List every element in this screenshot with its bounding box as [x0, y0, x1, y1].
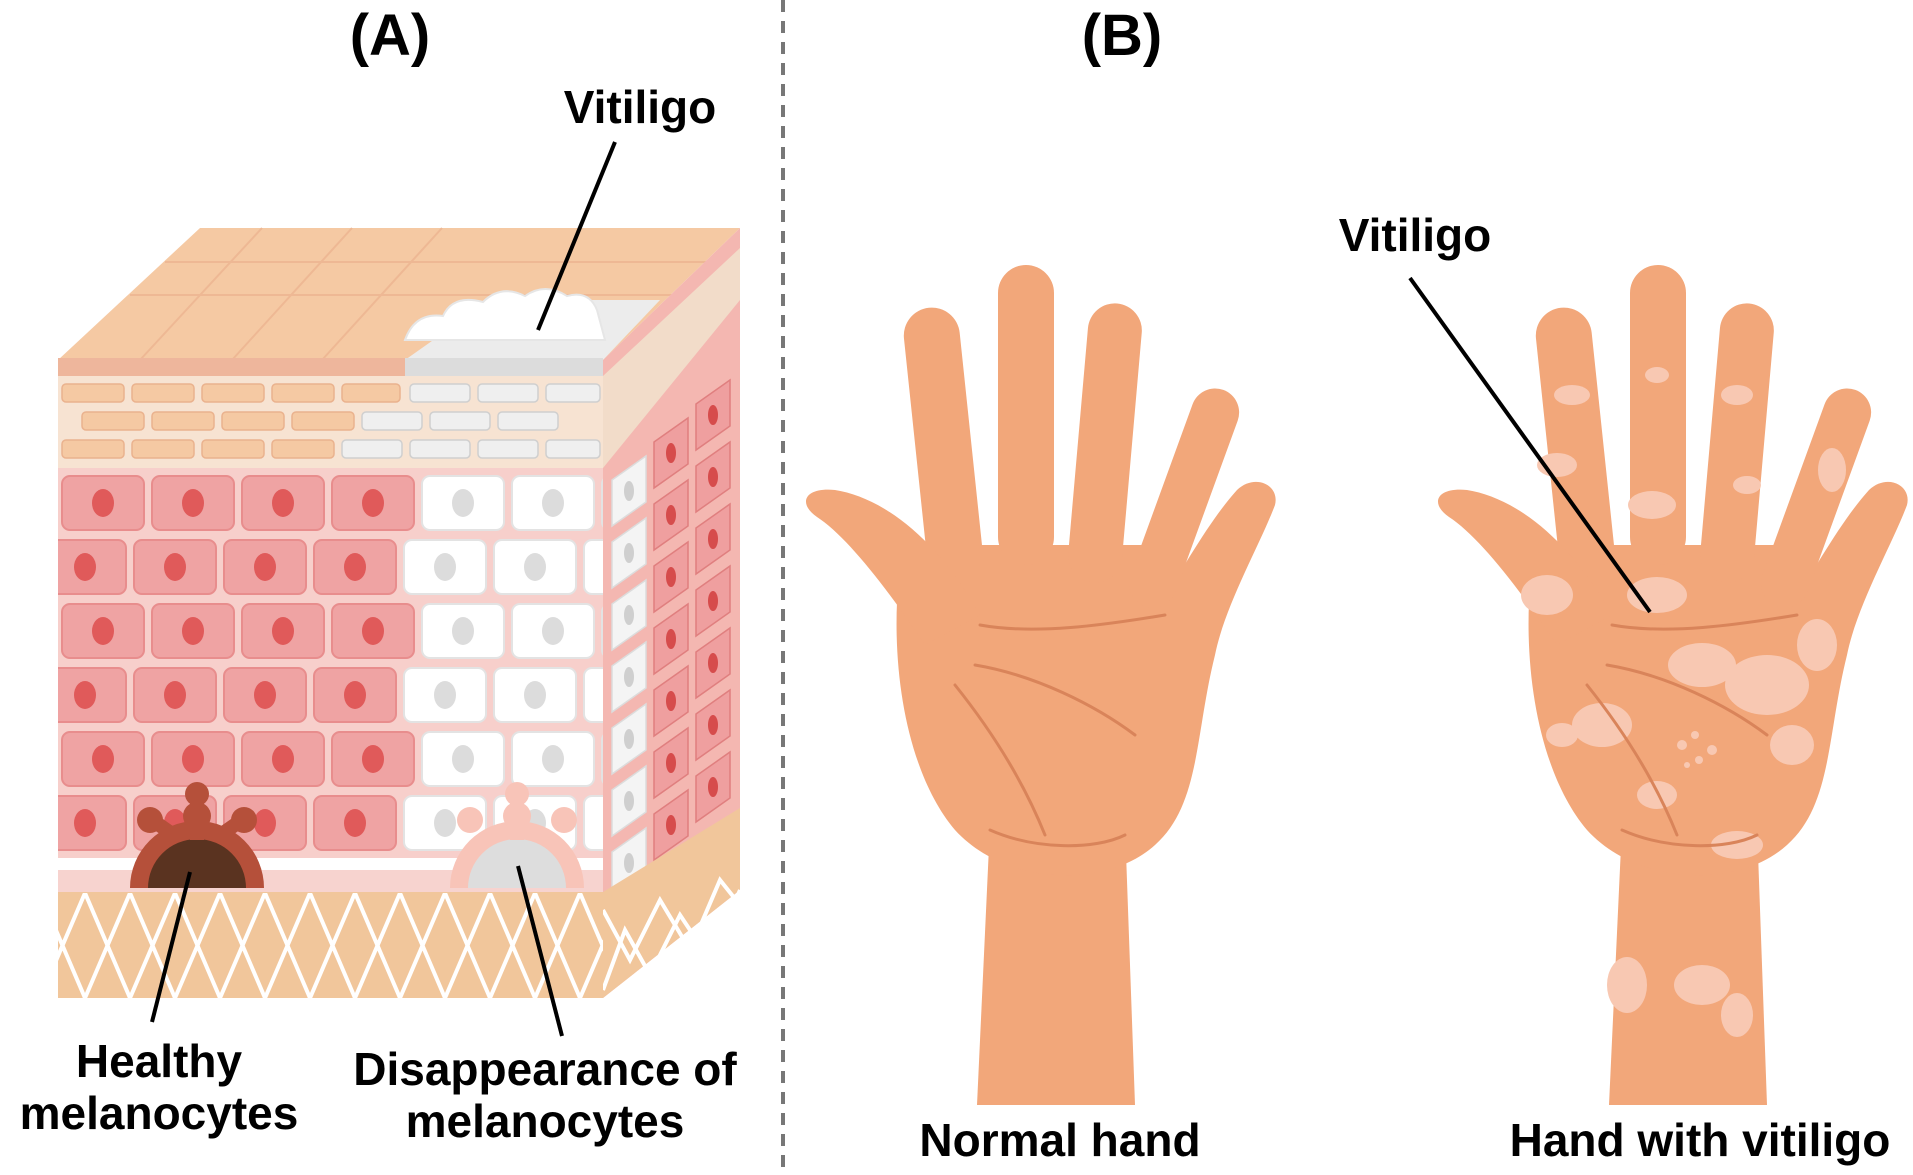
cell-nucleus — [624, 481, 634, 501]
cell-nucleus — [666, 691, 676, 711]
cell-nucleus — [344, 809, 366, 837]
panel-b-letter: (B) — [1081, 3, 1163, 68]
cell-nucleus — [362, 617, 384, 645]
vitiligo-label-b: Vitiligo — [1338, 209, 1492, 261]
cell-nucleus — [708, 467, 718, 487]
vitiligo-hand-label: Hand with vitiligo — [1509, 1114, 1891, 1166]
lost-melanocyte — [450, 782, 584, 888]
cell-nucleus — [624, 543, 634, 563]
cell-nucleus — [272, 745, 294, 773]
cell-nucleus — [708, 777, 718, 797]
cell-nucleus — [74, 553, 96, 581]
cell-nucleus — [452, 617, 474, 645]
depigmented-cell — [601, 606, 603, 656]
cell-nucleus — [92, 617, 114, 645]
cell-nucleus — [164, 681, 186, 709]
vitiligo-patches — [1521, 367, 1846, 1037]
cell-nucleus — [666, 815, 676, 835]
cell-nucleus — [452, 489, 474, 517]
vitiligo-leader-b — [1408, 276, 1652, 614]
cell-nucleus — [344, 681, 366, 709]
depigmented-cell — [583, 795, 603, 851]
panel-a-letter: (A) — [349, 3, 431, 68]
cell-nucleus — [708, 715, 718, 735]
cell-nucleus — [362, 489, 384, 517]
depigmented-cell — [601, 734, 603, 784]
cell-nucleus — [666, 753, 676, 773]
cell-nucleus — [182, 617, 204, 645]
cell-nucleus — [344, 553, 366, 581]
healthy-melanocyte — [130, 782, 264, 888]
healthy-leader — [150, 871, 192, 1023]
vitiligo-label-a: Vitiligo — [563, 81, 717, 133]
depigmented-cell — [583, 667, 603, 723]
cell-nucleus — [666, 443, 676, 463]
cell-nucleus — [666, 505, 676, 525]
cell-nucleus — [164, 553, 186, 581]
cell-nucleus — [254, 809, 276, 837]
cell-nucleus — [708, 529, 718, 549]
cell-nucleus — [624, 853, 634, 873]
cell-nucleus — [434, 681, 456, 709]
normal-hand-label: Normal hand — [919, 1114, 1201, 1166]
cell-nucleus — [708, 405, 718, 425]
cell-nucleus — [92, 745, 114, 773]
cell-nucleus — [666, 629, 676, 649]
depigmented-cell — [601, 478, 603, 528]
cell-nucleus — [624, 791, 634, 811]
cell-nucleus — [74, 681, 96, 709]
normal-hand — [805, 265, 1276, 1105]
cell-nucleus — [542, 617, 564, 645]
skin-block — [58, 141, 742, 1037]
cell-nucleus — [182, 489, 204, 517]
cell-nucleus — [74, 809, 96, 837]
cell-nucleus — [708, 591, 718, 611]
vitiligo-hand — [1437, 265, 1908, 1105]
cell-nucleus — [254, 553, 276, 581]
cell-nucleus — [272, 617, 294, 645]
cell-nucleus — [452, 745, 474, 773]
vitiligo-surface-patch — [403, 288, 607, 341]
cell-nucleus — [92, 489, 114, 517]
vitiligo-leader-a — [536, 141, 617, 331]
cell-nucleus — [542, 489, 564, 517]
disappearance-label: Disappearance of melanocytes — [353, 1043, 737, 1147]
cell-nucleus — [272, 489, 294, 517]
cell-nucleus — [666, 567, 676, 587]
cell-nucleus — [708, 653, 718, 673]
cell-nucleus — [542, 745, 564, 773]
cell-nucleus — [624, 667, 634, 687]
loss-leader — [516, 865, 564, 1037]
cell-nucleus — [254, 681, 276, 709]
cell-nucleus — [182, 745, 204, 773]
cell-nucleus — [624, 605, 634, 625]
depigmented-cell — [583, 539, 603, 595]
cell-nucleus — [434, 809, 456, 837]
cell-nucleus — [524, 553, 546, 581]
cell-nucleus — [624, 729, 634, 749]
healthy-melanocytes-label: Healthy melanocytes — [19, 1035, 299, 1139]
cell-nucleus — [362, 745, 384, 773]
cell-nucleus — [434, 553, 456, 581]
cell-nucleus — [524, 681, 546, 709]
